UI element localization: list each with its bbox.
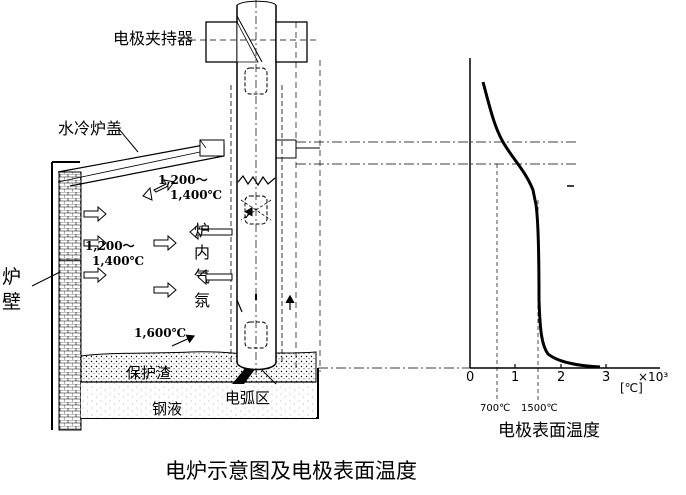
furnace-wall	[51, 161, 82, 431]
wall-leader-line	[31, 271, 61, 287]
label-temp-upper-2: 1,400℃	[170, 188, 222, 202]
marker-1500-label: 1500℃	[521, 403, 558, 414]
label-slag: 保护渣	[126, 364, 171, 382]
heat-flow-arrows	[83, 179, 233, 299]
x-tick-3: 3	[602, 370, 610, 385]
electrode	[205, 0, 308, 375]
x-tick-2: 2	[557, 370, 565, 385]
furnace-hearth	[80, 351, 319, 419]
label-furnace-wall-1: 炉	[2, 266, 21, 288]
label-temp-slag: 1,600℃	[134, 326, 186, 340]
label-furnace-gas-4: 氛	[194, 291, 210, 310]
figure-caption: 电炉示意图及电极表面温度	[165, 459, 417, 483]
label-water-cooled-roof: 水冷炉盖	[58, 119, 122, 138]
label-furnace-gas-2: 内	[194, 243, 210, 262]
x-axis-unit-bracket: [℃]	[620, 381, 643, 395]
x-tick-0: 0	[466, 370, 474, 385]
marker-700-label: 700℃	[480, 403, 510, 414]
label-electrode-holder: 电极夹持器	[113, 29, 193, 48]
label-arc-zone: 电弧区	[225, 389, 270, 407]
label-furnace-wall-2: 壁	[2, 291, 21, 313]
x-axis-unit: ×10³	[638, 370, 668, 384]
x-tick-1: 1	[511, 370, 519, 385]
temperature-curve	[481, 81, 601, 369]
label-temp-mid-2: 1,400℃	[92, 254, 144, 268]
label-temp-mid-1: 1,200～	[85, 239, 135, 253]
label-temp-upper-1: 1,200～	[158, 173, 208, 187]
temperature-graph: 0 1 2 3 ×10³ [℃] 700℃ 1500℃ 电极表面温度	[466, 58, 668, 441]
gas-flow-arrows	[171, 206, 295, 347]
graph-title: 电极表面温度	[498, 421, 600, 441]
graph-x-ticks	[514, 364, 607, 368]
label-furnace-gas-1: 炉	[194, 221, 210, 240]
label-molten-steel: 钢液	[152, 400, 182, 418]
label-furnace-gas-3: 气	[194, 267, 210, 286]
